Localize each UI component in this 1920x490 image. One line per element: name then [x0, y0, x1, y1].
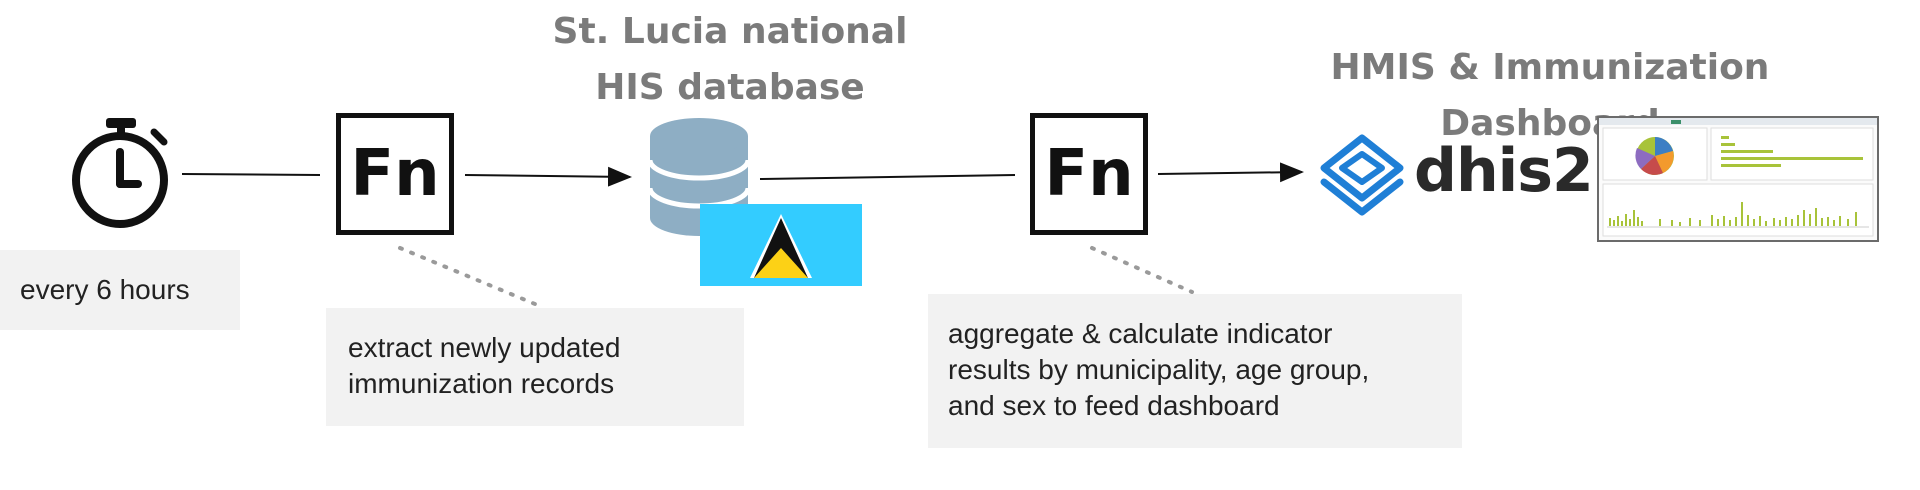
aggregate-note-line-2: results by municipality, age group,	[948, 354, 1370, 385]
saint-lucia-flag-icon	[700, 204, 862, 286]
dhis2-logo-icon	[1320, 134, 1404, 216]
extract-function-box: Fn	[336, 113, 454, 235]
connector-database-to-fn2	[759, 174, 1016, 180]
database-title-line-1: St. Lucia national	[552, 11, 908, 52]
stopwatch-icon	[72, 118, 168, 228]
arrow-fn1-to-database	[464, 166, 632, 187]
database-title-line-2: HIS database	[595, 67, 865, 108]
aggregate-note-line-1: aggregate & calculate indicator	[948, 318, 1333, 349]
schedule-note-text: every 6 hours	[20, 274, 190, 305]
arrow-fn2-to-dhis2	[1157, 162, 1304, 183]
aggregate-note: aggregate & calculate indicator results …	[928, 294, 1462, 448]
extract-function-label: Fn	[350, 137, 440, 211]
aggregate-function-label: Fn	[1044, 137, 1134, 211]
extract-note-line-2: immunization records	[348, 368, 615, 399]
callout-leader-aggregate	[1090, 246, 1194, 294]
dashboard-thumbnail	[1597, 116, 1879, 242]
dashboard-thumbnail-graphic	[1599, 118, 1877, 237]
aggregate-function-box: Fn	[1030, 113, 1148, 235]
aggregate-note-line-3: and sex to feed dashboard	[948, 390, 1280, 421]
connector-timer-to-fn1	[181, 173, 321, 176]
database-title: St. Lucia national HIS database	[540, 4, 920, 116]
extract-note-line-1: extract newly updated	[348, 332, 621, 363]
schedule-note: every 6 hours	[0, 250, 240, 330]
callout-leader-extract	[398, 246, 537, 306]
extract-note: extract newly updated immunization recor…	[326, 308, 744, 426]
dhis2-wordmark: dhis2	[1414, 136, 1594, 206]
